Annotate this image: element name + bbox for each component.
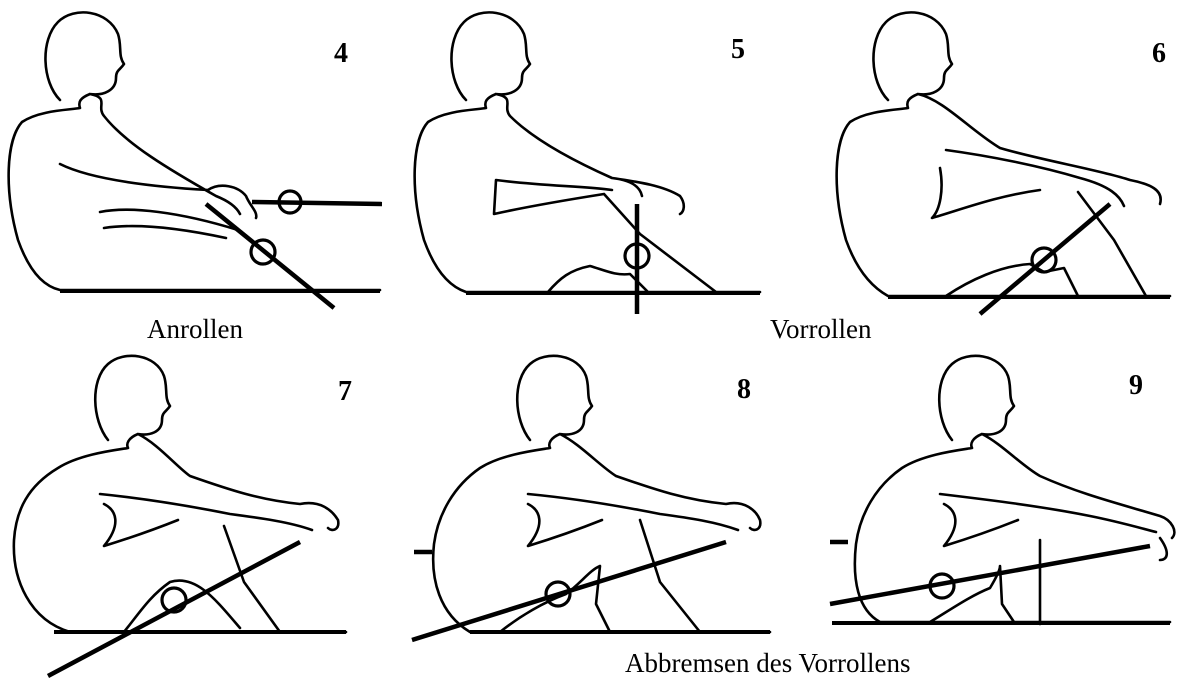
panel-5-drawing — [415, 12, 760, 314]
panel-7-drawing — [14, 356, 346, 676]
rower-figure-4 — [9, 12, 380, 290]
panel-number-6: 6 — [1152, 40, 1166, 68]
rower-figure-6 — [837, 12, 1170, 296]
panel-9-drawing — [830, 356, 1174, 624]
panel-number-5: 5 — [731, 36, 745, 64]
panel-6-drawing — [837, 12, 1170, 314]
rower-figure-8 — [433, 356, 770, 632]
panel-4-drawing — [9, 12, 382, 308]
caption-anrollen: Anrollen — [147, 316, 243, 343]
rower-figure-5 — [415, 12, 760, 292]
panel-number-8: 8 — [737, 376, 751, 404]
caption-abbremsen: Abbremsen des Vorrollens — [625, 650, 910, 677]
panel-number-9: 9 — [1129, 372, 1143, 400]
oar-shaft-9 — [830, 546, 1150, 604]
panel-number-4: 4 — [334, 40, 348, 68]
oar-handle-4 — [252, 202, 382, 204]
rower-figure-9 — [855, 356, 1175, 624]
panel-number-7: 7 — [338, 378, 352, 406]
caption-vorrollen: Vorrollen — [770, 316, 872, 343]
panel-8-drawing — [412, 356, 770, 640]
